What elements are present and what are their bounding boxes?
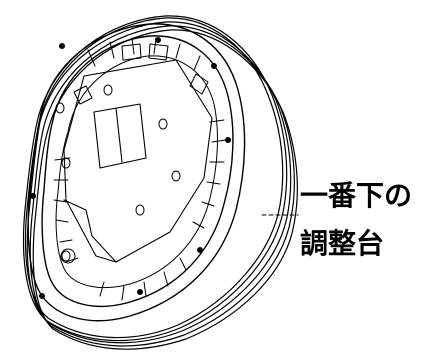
bezel-screw (39, 293, 45, 299)
plate-window (93, 103, 147, 169)
screw-hole (61, 250, 71, 262)
frame-rib (99, 257, 187, 301)
housing-rings (22, 15, 298, 350)
screw-hole (55, 102, 65, 114)
housing-ring (24, 17, 284, 339)
screw-holes (55, 84, 181, 264)
housing-ring (22, 15, 288, 342)
mounting-plate (63, 59, 213, 263)
bezel-outer (27, 23, 246, 322)
bezel-screw (197, 247, 203, 253)
frame-edge (55, 55, 218, 289)
plate-step (63, 199, 117, 263)
plate-window-divider (115, 107, 123, 163)
screw-hole (158, 118, 168, 130)
bezel-inner (41, 35, 234, 308)
screw-hole (135, 204, 145, 216)
screw-hole (103, 84, 113, 96)
bezel-screw (30, 193, 36, 199)
bezel-screw (137, 289, 143, 295)
frame-rib-box (121, 43, 169, 61)
front-bezel (27, 23, 246, 322)
screw-hole (171, 170, 181, 182)
bezel-screw (59, 43, 65, 49)
plate-outline (63, 59, 213, 263)
housing-ring (26, 21, 292, 344)
frame-rib (87, 37, 201, 71)
bezel-screw (211, 63, 217, 69)
callout-label-line1: 一番下の (300, 179, 413, 212)
housing-ring (32, 29, 298, 350)
bezel-screws (30, 37, 231, 299)
bezel-screw (225, 137, 231, 143)
screw-post (60, 248, 76, 264)
callout-label-line2: 調整台 (300, 227, 385, 260)
inner-frame (53, 37, 227, 301)
frame-rib (192, 119, 227, 229)
housing-ring (29, 25, 295, 347)
screw-hole (61, 157, 71, 169)
frame-rib (53, 157, 79, 263)
bezel-screw (155, 37, 161, 43)
